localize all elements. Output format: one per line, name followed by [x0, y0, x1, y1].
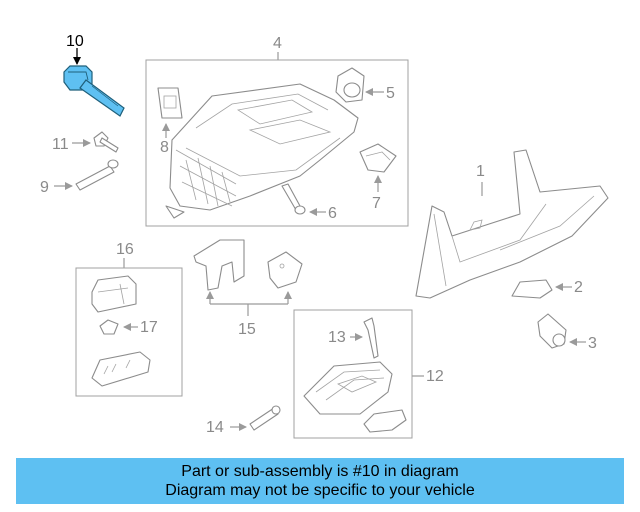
callout-7: 7: [372, 195, 381, 212]
part-1-glove-box-door: 1 2 3: [415, 149, 609, 352]
callout-16: 16: [116, 241, 134, 258]
part-14-screw: 14: [206, 405, 281, 436]
info-banner: Part or sub-assembly is #10 in diagram D…: [16, 458, 624, 504]
callout-11: 11: [52, 136, 69, 153]
callout-14: 14: [206, 419, 224, 436]
callout-13: 13: [328, 329, 346, 346]
callout-8: 8: [160, 139, 169, 156]
group-4-glove-box-housing: 4 8 5 7 6: [145, 35, 409, 227]
callout-2: 2: [574, 279, 583, 296]
callout-6: 6: [328, 205, 337, 222]
callout-1: 1: [476, 163, 485, 180]
group-16-lamp-assembly: 16 17: [75, 241, 183, 397]
banner-line-2: Diagram may not be specific to your vehi…: [165, 482, 475, 499]
group-15-brackets: 15: [193, 239, 303, 338]
callout-3: 3: [588, 335, 597, 352]
callout-4: 4: [273, 35, 282, 52]
callout-15: 15: [238, 321, 256, 338]
callout-5: 5: [386, 85, 395, 102]
part-9-pin: 9: [40, 159, 119, 196]
banner-line-1: Part or sub-assembly is #10 in diagram: [181, 463, 459, 480]
callout-9: 9: [40, 179, 49, 196]
callout-10: 10: [66, 33, 84, 50]
callout-17: 17: [140, 319, 158, 336]
group-12-storage-tray: 12 13: [293, 309, 444, 439]
callout-12: 12: [426, 368, 444, 385]
part-10-highlighted[interactable]: 10: [63, 33, 125, 117]
part-11-screw: 11: [52, 131, 119, 153]
